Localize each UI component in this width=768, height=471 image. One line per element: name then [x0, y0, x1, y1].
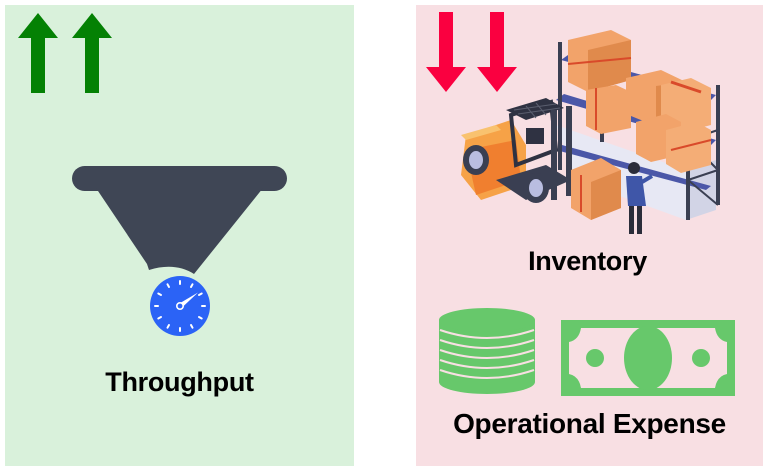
inventory-label: Inventory	[528, 246, 647, 276]
arrow-down-icon	[426, 12, 466, 92]
coin-stack-icon	[439, 308, 535, 394]
down-arrows	[426, 12, 517, 92]
arrow-up-icon	[72, 13, 112, 93]
funnel-icon	[72, 166, 287, 274]
speedometer-icon	[150, 276, 210, 336]
inventory-expense-panel: Inventory Operational Expense	[416, 5, 763, 466]
arrow-up-icon	[18, 13, 58, 93]
forklift-warehouse-icon	[461, 30, 720, 234]
banknote-icon	[561, 320, 735, 396]
throughput-panel: Throughput	[5, 5, 354, 466]
operational-expense-label: Operational Expense	[453, 408, 726, 439]
throughput-label: Throughput	[105, 367, 254, 397]
up-arrows	[18, 13, 112, 93]
arrow-down-icon	[477, 12, 517, 92]
